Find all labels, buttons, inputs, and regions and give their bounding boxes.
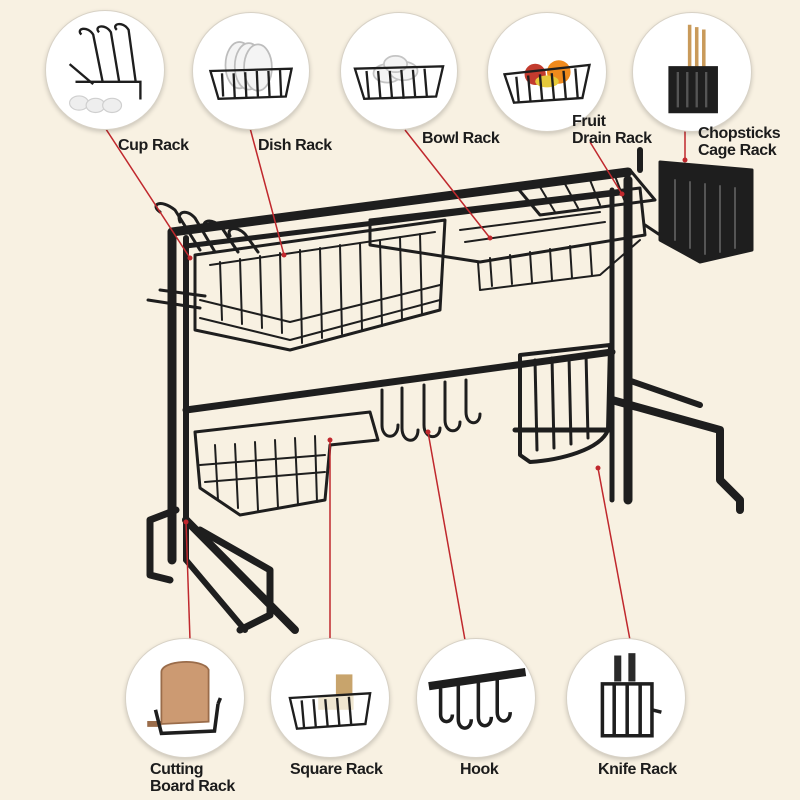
label-square-rack: Square Rack (290, 761, 383, 778)
fruit-drain-rack (513, 168, 657, 217)
lower-beam (182, 348, 616, 414)
dish-rack-icon (192, 12, 310, 130)
knife-holder-icon (566, 638, 686, 758)
cutting-board-icon (125, 638, 245, 758)
label-hook: Hook (460, 761, 499, 778)
hook-icon (416, 638, 536, 758)
dish-rack-basket (193, 218, 447, 352)
square-basket-icon (270, 638, 390, 758)
label-fruit-drain-rack: Fruit Drain Rack (572, 113, 652, 147)
label-chopsticks-cage-rack: Chopsticks Cage Rack (698, 125, 781, 159)
label-dish-rack: Dish Rack (258, 137, 332, 154)
label-knife-rack: Knife Rack (598, 761, 677, 778)
label-bowl-rack: Bowl Rack (422, 130, 500, 147)
bowl-rack-icon (340, 12, 458, 130)
right-foot (608, 396, 744, 514)
label-cup-rack: Cup Rack (118, 137, 189, 154)
square-rack-basket (193, 410, 380, 517)
knife-rack (512, 343, 613, 464)
chopsticks-cage (658, 160, 754, 264)
chopsticks-holder-icon (632, 12, 752, 132)
cup-rack-arms (146, 202, 260, 310)
cup-rack-icon (45, 10, 165, 130)
leader-lines (99, 119, 686, 641)
fruit-basket-icon (487, 12, 607, 132)
top-beam (167, 167, 633, 237)
hooks (380, 378, 482, 442)
label-cutting-board-rack: Cutting Board Rack (150, 761, 235, 795)
left-foot (182, 516, 299, 634)
